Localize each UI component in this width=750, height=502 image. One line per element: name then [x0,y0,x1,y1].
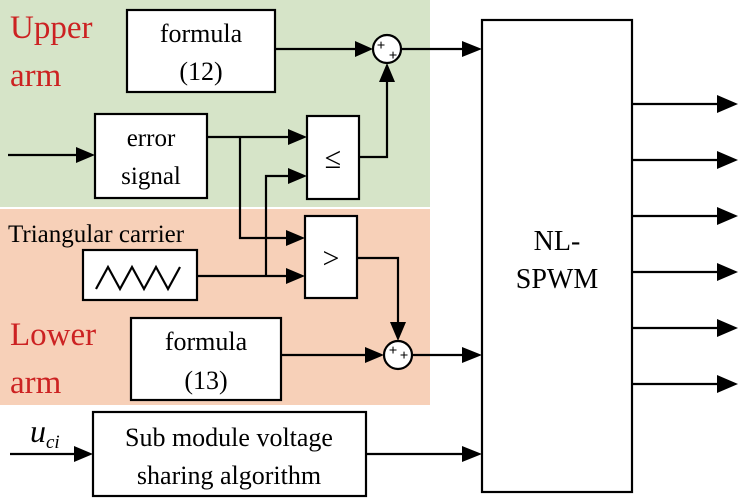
arrow-f13-to-sum [365,347,384,363]
error-signal-text-1: error [127,125,176,152]
arrow-output-4 [717,263,738,281]
input-uci-subscript: ci [46,432,60,453]
arrow-uci-to-voltage [74,446,93,462]
arrow-sum-to-nlspwm-lower [462,347,482,363]
signal-wires [8,47,718,456]
upper-sum-sign-right: + [389,48,398,64]
upper-arm-label: Upper [10,10,92,46]
formula-12-text-1: formula [160,19,243,48]
voltage-sharing-text-1: Sub module voltage [125,423,333,452]
nlspwm-text-2: SPWM [516,264,599,295]
arrow-carrier-to-gt [286,268,305,284]
input-uci-label: uci [30,413,60,453]
nlspwm-text-1: NL- [534,226,581,257]
arrow-output-2 [717,151,738,169]
lower-arm-label: Lower [10,317,96,353]
formula-12-text-2: (12) [179,57,222,86]
arrow-error-to-gt [286,230,305,246]
arrowheads [74,41,738,462]
input-uci-symbol: u [30,413,46,449]
nlspwm-block [480,18,634,494]
formula-13-block [129,316,283,402]
arrow-error-to-le [288,129,307,145]
arrow-sum-to-nlspwm-upper [462,41,482,57]
carrier-block [81,248,199,302]
lower-sum-sign-left: + [389,343,398,359]
lower-arm-label-2: arm [10,365,62,401]
formula-13-text-1: formula [165,327,248,356]
comparator-gt-symbol: > [323,242,340,275]
arrow-output-1 [717,95,738,113]
formula-12-block [125,8,277,94]
comparator-gt-block [303,214,359,300]
arrow-carrier-to-le [288,168,307,184]
arrow-le-to-sum [379,63,395,82]
error-signal-text-2: signal [121,163,181,190]
upper-sum-sign-left: + [377,38,386,54]
arrow-output-3 [717,207,738,225]
error-signal-block [93,112,209,200]
arrow-input-to-error [76,147,95,163]
arrow-voltage-to-nlspwm [462,446,482,462]
arrow-output-6 [717,375,738,393]
upper-arm-label-2: arm [10,58,62,94]
comparator-le-symbol: ≤ [325,142,341,175]
lower-summing-junction: + + [382,339,414,371]
lower-sum-sign-right: + [400,348,409,364]
triangle-wave-icon [95,264,181,292]
upper-summing-junction: + + [371,33,403,65]
formula-13-text-2: (13) [184,366,227,395]
voltage-sharing-text-2: sharing algorithm [137,461,321,490]
arrow-f12-to-sum [355,41,373,57]
arrow-output-5 [717,319,738,337]
arrow-gt-to-sum [390,322,406,341]
triangular-carrier-label: Triangular carrier [8,221,185,248]
